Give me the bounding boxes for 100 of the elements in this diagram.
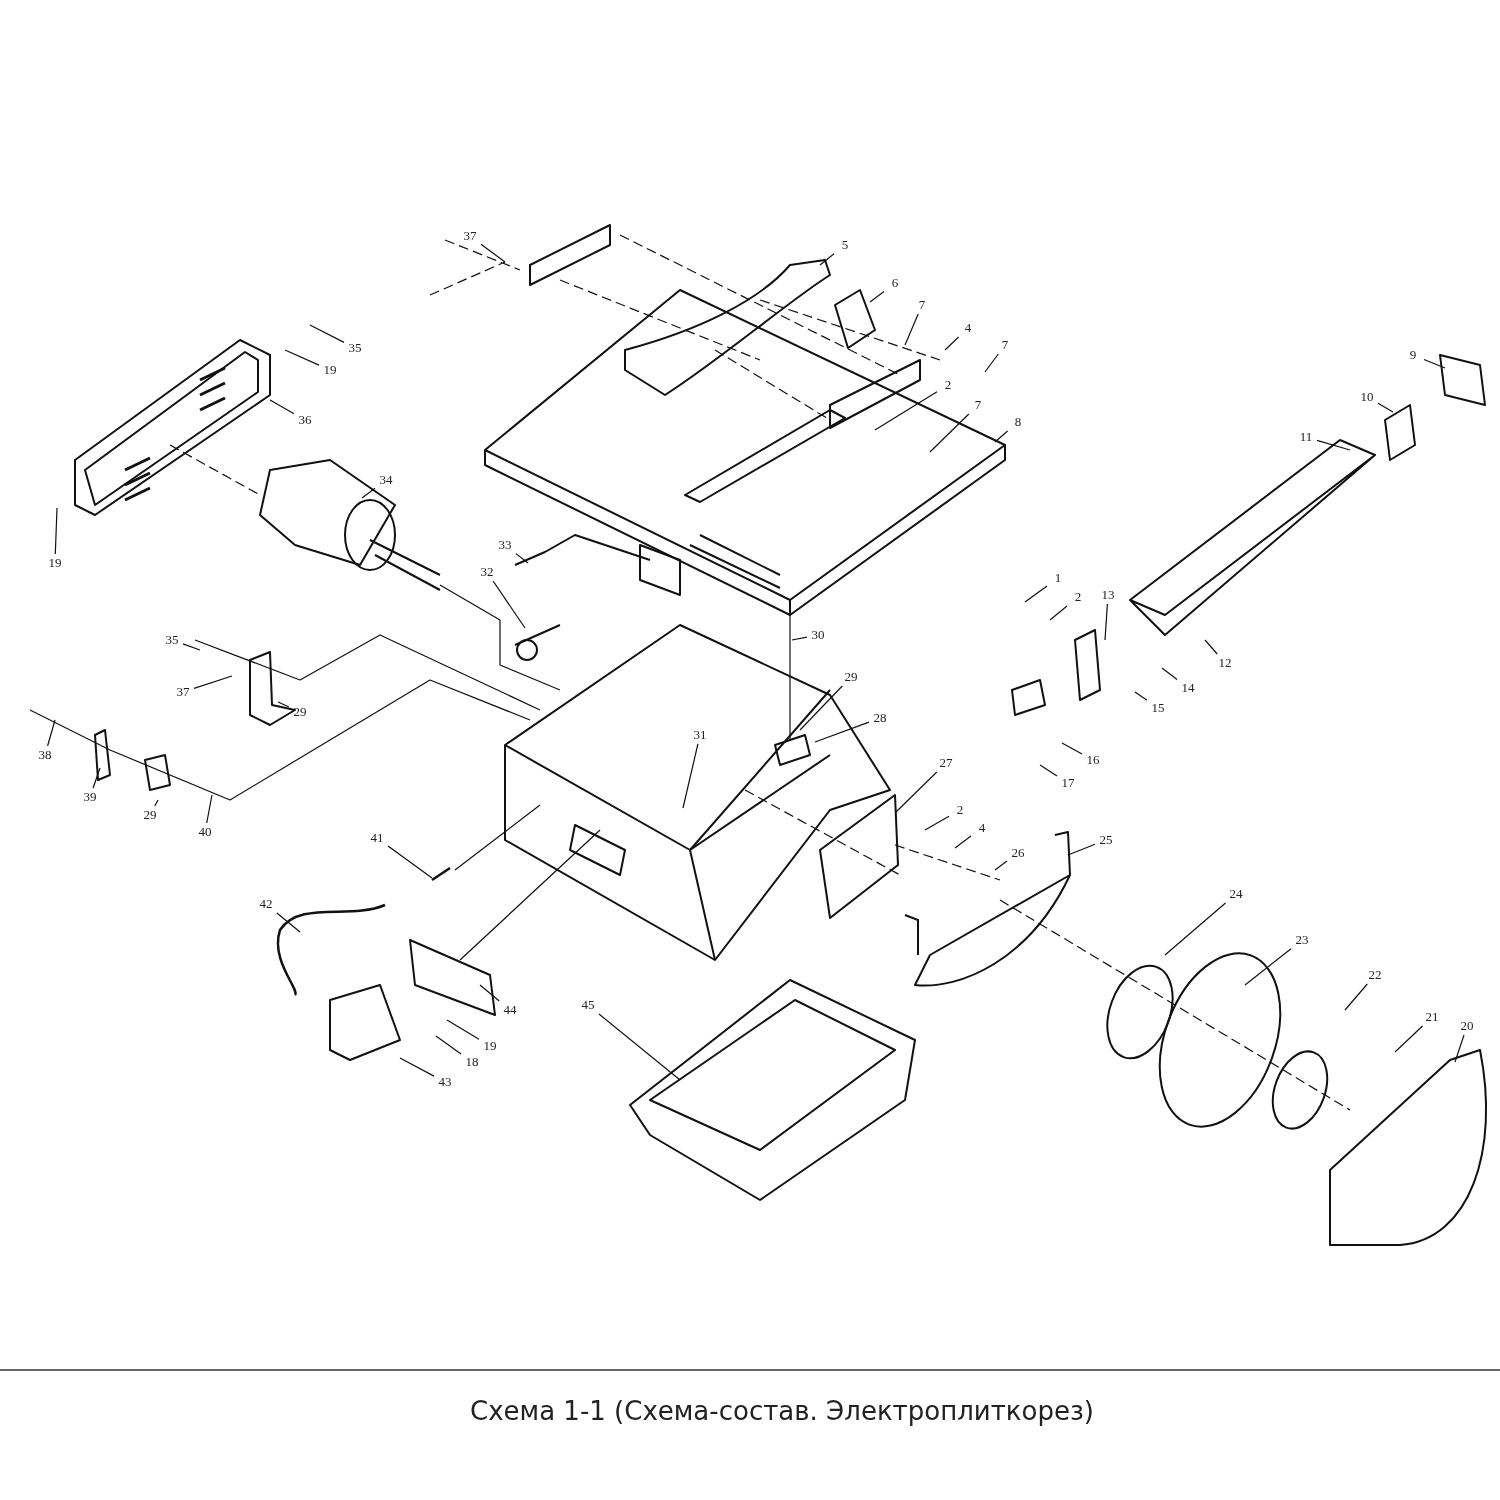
callout-number: 4 xyxy=(963,321,973,335)
callout-number: 13 xyxy=(1100,588,1116,602)
leader-line xyxy=(276,912,301,933)
leader-line xyxy=(480,243,506,263)
leader-line xyxy=(284,349,320,366)
leader-line xyxy=(1039,764,1058,777)
callout-number: 39 xyxy=(82,790,98,804)
leader-line xyxy=(361,487,376,499)
callout-number: 1 xyxy=(1053,571,1063,585)
callout-number: 8 xyxy=(1013,415,1023,429)
leader-line xyxy=(994,860,1008,871)
callout-number: 7 xyxy=(917,298,927,312)
leader-line xyxy=(814,721,870,743)
leader-line xyxy=(1377,402,1394,413)
callout-number: 17 xyxy=(1060,776,1076,790)
callout-number: 7 xyxy=(1000,338,1010,352)
leader-line xyxy=(1316,439,1351,451)
leader-line xyxy=(435,1035,462,1055)
callout-number: 19 xyxy=(482,1039,498,1053)
leader-line xyxy=(874,391,938,431)
callout-number: 37 xyxy=(175,685,191,699)
callout-number: 26 xyxy=(1010,846,1026,860)
callout-number: 28 xyxy=(872,711,888,725)
leader-line xyxy=(984,353,999,373)
leader-line xyxy=(1161,667,1178,681)
leader-line xyxy=(387,845,433,879)
callout-number: 4 xyxy=(977,821,987,835)
leader-line xyxy=(924,815,950,831)
leader-line xyxy=(904,313,919,346)
callout-number: 35 xyxy=(164,633,180,647)
callout-number: 18 xyxy=(464,1055,480,1069)
callout-number: 16 xyxy=(1085,753,1101,767)
leader-line xyxy=(182,643,201,651)
callout-number: 43 xyxy=(437,1075,453,1089)
callout-number: 41 xyxy=(369,831,385,845)
callout-number: 40 xyxy=(197,825,213,839)
leader-line xyxy=(269,399,295,415)
callout-number: 38 xyxy=(37,748,53,762)
callout-number: 25 xyxy=(1098,833,1114,847)
leader-line xyxy=(1454,1034,1465,1063)
callout-number: 9 xyxy=(1408,348,1418,362)
callout-number: 2 xyxy=(955,803,965,817)
leader-line xyxy=(399,1057,435,1077)
leader-line xyxy=(1344,983,1368,1011)
leader-line xyxy=(154,799,159,807)
leader-line xyxy=(895,771,938,813)
leader-line xyxy=(309,324,345,343)
callout-number: 2 xyxy=(943,378,953,392)
leader-line xyxy=(1104,603,1108,641)
callout-number: 27 xyxy=(938,756,954,770)
leader-line xyxy=(1061,742,1083,755)
callout-number: 34 xyxy=(378,473,394,487)
callout-number: 14 xyxy=(1180,681,1196,695)
callout-number: 5 xyxy=(840,238,850,252)
leader-line xyxy=(869,290,885,303)
callout-number: 45 xyxy=(580,998,596,1012)
callout-number: 20 xyxy=(1459,1019,1475,1033)
callout-number: 32 xyxy=(479,565,495,579)
leader-line xyxy=(492,580,526,629)
callout-number: 10 xyxy=(1359,390,1375,404)
callout-number: 29 xyxy=(142,808,158,822)
leader-line xyxy=(994,430,1009,443)
callout-number: 36 xyxy=(297,413,313,427)
callout-number: 31 xyxy=(692,728,708,742)
leader-line xyxy=(1049,605,1068,621)
callout-number: 30 xyxy=(810,628,826,642)
leader-line xyxy=(791,636,808,641)
callout-number: 42 xyxy=(258,897,274,911)
leader-line xyxy=(446,1019,480,1040)
leader-line xyxy=(47,719,56,747)
callout-number: 19 xyxy=(322,363,338,377)
leader-line xyxy=(799,685,843,731)
callout-number: 15 xyxy=(1150,701,1166,715)
leader-line xyxy=(598,1013,681,1081)
callout-number: 35 xyxy=(347,341,363,355)
leader-line xyxy=(682,743,699,809)
callout-number: 33 xyxy=(497,538,513,552)
caption: Схема 1-1 (Схема-состав. Электроплиткорез) xyxy=(470,1396,1094,1426)
leader-line xyxy=(1024,585,1048,603)
callout-number: 44 xyxy=(502,1003,518,1017)
leader-line xyxy=(1244,948,1292,986)
leader-line xyxy=(479,984,500,1002)
leader-line xyxy=(193,675,233,689)
leader-line xyxy=(54,507,58,555)
callout-number: 29 xyxy=(843,670,859,684)
callout-number: 11 xyxy=(1298,430,1314,444)
leader-line xyxy=(1134,691,1148,701)
callout-number: 24 xyxy=(1228,887,1244,901)
callout-number: 19 xyxy=(47,556,63,570)
callout-number: 12 xyxy=(1217,656,1233,670)
leader-line xyxy=(1204,639,1218,655)
callout-number: 7 xyxy=(973,398,983,412)
leader-line xyxy=(515,553,529,564)
callout-number: 2 xyxy=(1073,590,1083,604)
leader-line xyxy=(1394,1025,1424,1053)
leader-line xyxy=(1423,358,1446,369)
leader-line xyxy=(944,336,960,351)
leader-line xyxy=(1067,843,1096,856)
callout-number: 21 xyxy=(1424,1010,1440,1024)
leader-line xyxy=(1164,902,1227,956)
